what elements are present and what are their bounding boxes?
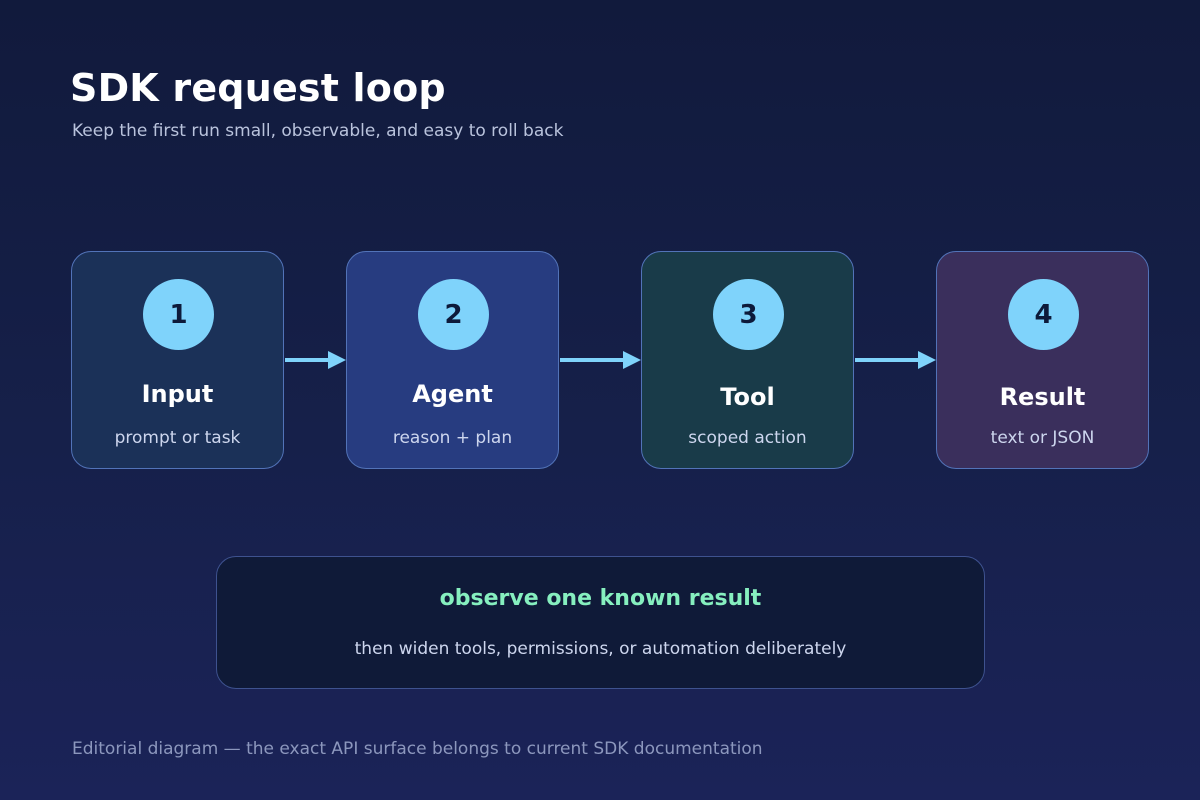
- step-description: reason + plan: [392, 428, 513, 448]
- page-subtitle: Keep the first run small, observable, an…: [72, 121, 564, 141]
- step-number-badge: 1: [143, 279, 214, 350]
- step-number-badge: 3: [713, 279, 784, 350]
- callout-title: observe one known result: [439, 586, 762, 611]
- step-tool: 3 Tool scoped action: [641, 251, 854, 469]
- callout-box: observe one known result then widen tool…: [216, 556, 985, 689]
- step-input: 1 Input prompt or task: [71, 251, 284, 469]
- arrow-2-to-3: [560, 351, 641, 369]
- arrow-1-to-2: [285, 351, 346, 369]
- step-number-badge: 4: [1008, 279, 1079, 350]
- step-title: Tool: [720, 383, 775, 411]
- arrow-3-to-4: [855, 351, 936, 369]
- step-result: 4 Result text or JSON: [936, 251, 1149, 469]
- step-agent: 2 Agent reason + plan: [346, 251, 559, 469]
- callout-description: then widen tools, permissions, or automa…: [354, 639, 847, 659]
- step-title: Agent: [412, 380, 493, 408]
- step-number-badge: 2: [418, 279, 489, 350]
- step-title: Result: [999, 383, 1086, 411]
- page-title: SDK request loop: [70, 66, 446, 110]
- step-description: scoped action: [688, 428, 807, 448]
- step-description: prompt or task: [114, 428, 241, 448]
- footer-note: Editorial diagram — the exact API surfac…: [72, 739, 763, 759]
- step-title: Input: [141, 380, 214, 408]
- step-description: text or JSON: [990, 428, 1095, 448]
